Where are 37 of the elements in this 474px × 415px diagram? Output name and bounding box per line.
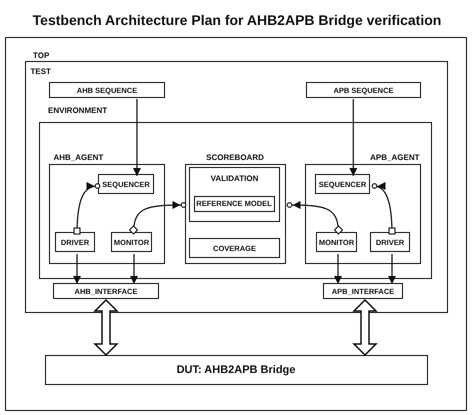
- container-heading: TOP: [33, 51, 50, 60]
- container-box: [5, 37, 467, 411]
- bus-double-arrow: [352, 298, 378, 356]
- port-connector: [73, 182, 100, 235]
- arrow: [132, 99, 141, 176]
- arrow: [334, 254, 342, 284]
- component-box: [370, 232, 410, 252]
- component-box: [44, 354, 428, 384]
- port-connector: [129, 200, 186, 235]
- container-box: [189, 167, 280, 222]
- container-heading: TEST: [30, 66, 51, 76]
- component-box: [194, 196, 274, 212]
- container-heading: SCOREBOARD: [205, 152, 265, 162]
- diagram-title: Testbench Architecture Plan for AHB2APB Bridge verification: [32, 12, 442, 28]
- arrow: [349, 99, 358, 176]
- container-heading: VALIDATION: [210, 174, 260, 183]
- container-heading: AHB_AGENT: [54, 152, 104, 162]
- arrow: [73, 254, 81, 284]
- bus-double-arrow: [93, 298, 119, 356]
- component-label: DUT: AHB2APB Bridge: [176, 364, 296, 376]
- port-connector: [286, 200, 343, 235]
- component-box: [111, 232, 152, 252]
- component-box: [98, 174, 154, 194]
- component-box: [49, 82, 165, 98]
- component-box: [323, 283, 403, 299]
- container-box: [24, 60, 448, 312]
- component-box: [306, 82, 421, 98]
- component-box: [55, 232, 95, 252]
- port-connector: [372, 182, 396, 235]
- component-box: [316, 232, 357, 252]
- arrow: [388, 254, 396, 284]
- component-box: [53, 283, 159, 299]
- container-heading: APB_AGENT: [370, 152, 420, 162]
- arrow: [130, 254, 138, 284]
- container-heading: ENVIRONMENT: [48, 106, 108, 115]
- component-box: [189, 238, 280, 258]
- component-box: [315, 174, 370, 194]
